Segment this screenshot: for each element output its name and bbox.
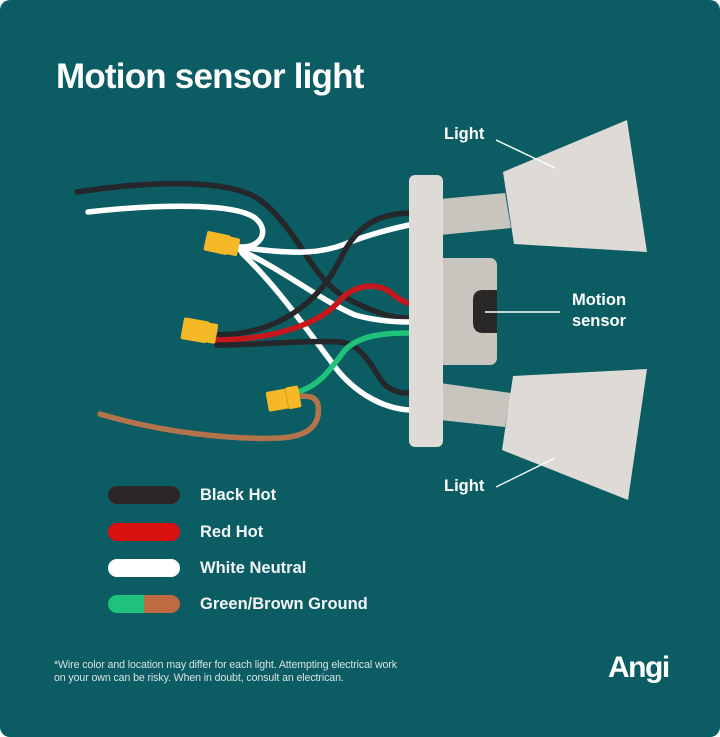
white-wire-3	[239, 250, 412, 413]
green-brown-swatch	[108, 595, 180, 613]
motion-sensor-label-line1: Motion	[571, 291, 627, 309]
white-wire-feed	[85, 203, 266, 250]
top-arm	[440, 193, 511, 235]
black-wire-feed	[74, 180, 412, 321]
motion-sensor-label: Motion sensor	[560, 290, 638, 332]
wire-nut-top	[203, 231, 241, 256]
red-swatch	[108, 523, 180, 541]
motion-sensor-label-line2: sensor	[571, 312, 627, 330]
red-wire	[212, 283, 412, 343]
white-wire-2	[237, 247, 412, 325]
wire-nut-middle	[180, 317, 219, 344]
black-wire-1	[212, 210, 412, 338]
legend-label: Red Hot	[200, 523, 264, 541]
bottom-lamp	[502, 369, 647, 500]
wire-nut-bottom	[265, 385, 302, 412]
white-swatch	[108, 559, 180, 577]
legend-label: Green/Brown Ground	[200, 595, 368, 613]
light-bottom-label: Light	[444, 477, 485, 495]
legend-item-black-hot: Black Hot	[108, 484, 428, 504]
black-wire-2	[214, 338, 412, 396]
light-top-label: Light	[444, 125, 485, 143]
light-bottom-pointer	[495, 457, 556, 488]
legend-item-ground: Green/Brown Ground	[108, 593, 428, 613]
legend-item-white-neutral: White Neutral	[108, 557, 428, 577]
mounting-plate	[409, 175, 443, 447]
disclaimer-line1: *Wire color and location may differ for …	[54, 659, 397, 671]
white-wire-1	[237, 222, 412, 255]
legend-label: White Neutral	[200, 559, 307, 577]
bottom-arm	[440, 383, 511, 427]
top-lamp	[503, 120, 647, 252]
legend-item-red-hot: Red Hot	[108, 521, 428, 541]
green-wire	[295, 330, 412, 395]
legend-label: Black Hot	[200, 486, 277, 504]
black-swatch	[108, 486, 180, 504]
angi-logo: Angi	[608, 651, 670, 684]
disclaimer-line2: on your own can be risky. When in doubt,…	[54, 672, 344, 684]
disclaimer: *Wire color and location may differ for …	[54, 659, 474, 685]
page-title: Motion sensor light	[56, 57, 364, 96]
sensor-housing	[436, 258, 497, 365]
wires	[74, 180, 412, 442]
light-top-pointer	[495, 139, 556, 169]
brown-wire	[97, 393, 322, 442]
